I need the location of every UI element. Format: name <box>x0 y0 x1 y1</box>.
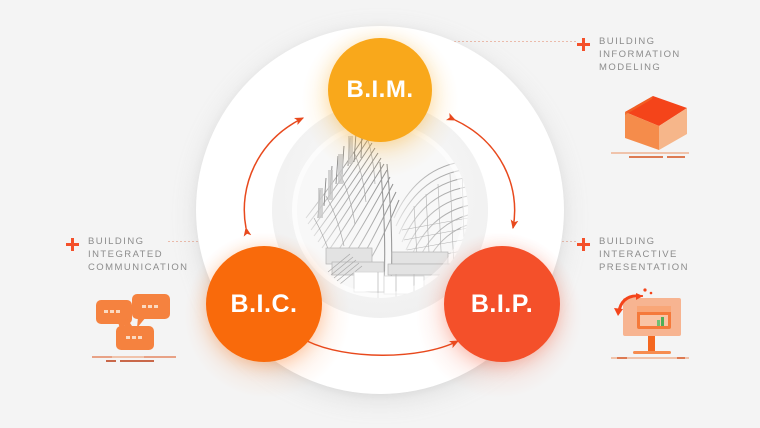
plus-icon <box>577 238 590 251</box>
label-bip[interactable]: BUILDING INTERACTIVE PRESENTATION <box>577 235 705 362</box>
presentation-screen-icon <box>595 282 705 362</box>
connector-line-bim <box>382 41 576 42</box>
house-icon <box>595 84 705 159</box>
plus-icon <box>66 238 79 251</box>
label-bic[interactable]: BUILDING INTEGRATED COMMUNICATION <box>66 235 197 366</box>
label-bic-head: BUILDING INTEGRATED COMMUNICATION <box>66 235 197 274</box>
label-bim-head: BUILDING INFORMATION MODELING <box>577 35 705 74</box>
node-bip-label: B.I.P. <box>470 289 534 318</box>
speech-bubbles-icon <box>82 286 197 366</box>
node-bip[interactable]: B.I.P. <box>444 246 560 362</box>
label-bip-head: BUILDING INTERACTIVE PRESENTATION <box>577 235 705 274</box>
label-bic-text: BUILDING INTEGRATED COMMUNICATION <box>88 236 189 273</box>
node-bic-label: B.I.C. <box>230 289 298 318</box>
node-bim-label: B.I.M. <box>346 76 414 103</box>
node-bim[interactable]: B.I.M. <box>328 38 432 142</box>
label-bim[interactable]: BUILDING INFORMATION MODELING <box>577 35 705 159</box>
label-bim-text: BUILDING INFORMATION MODELING <box>599 36 681 73</box>
plus-icon <box>577 38 590 51</box>
label-bip-text: BUILDING INTERACTIVE PRESENTATION <box>599 236 689 273</box>
center-building-render <box>292 122 468 298</box>
node-bic[interactable]: B.I.C. <box>206 246 322 362</box>
